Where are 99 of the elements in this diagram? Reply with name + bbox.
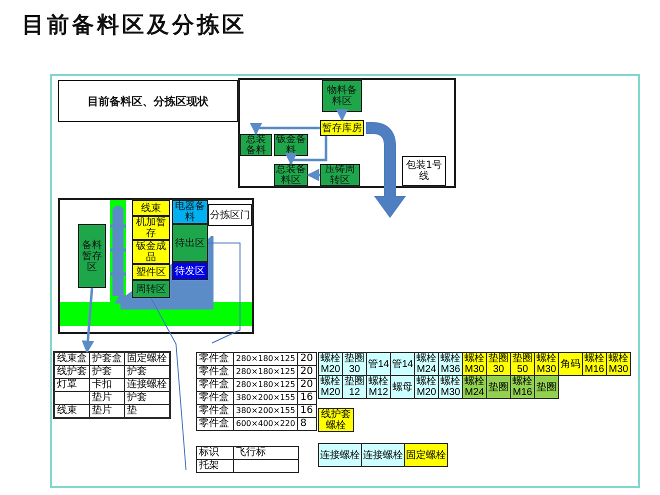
table-cell: 零件盒 [196,366,234,378]
zone-box [172,224,208,262]
part-tag: 螺栓M16 [582,352,607,376]
part-tag: 螺栓M30 [462,352,487,376]
zone-label: 分拣区门 [210,210,250,220]
table-cell: 标识 [196,446,234,460]
part-tag: 螺栓M20 [414,375,439,399]
part-tag: 螺栓M30 [606,352,631,376]
leader-line [208,242,240,344]
zone-label: 待出区 [175,238,205,248]
part-tag: 螺栓M20 [318,375,343,399]
part-tag: 垫圈30 [486,352,511,376]
part-tag: 螺栓M30 [534,352,559,376]
zone-label: 目前备料区、分拣区现状 [88,96,208,106]
zone-label: 压铸周转区 [324,164,356,186]
part-tag: 垫圈50 [510,352,535,376]
table-cell: 灯罩 [54,378,90,392]
arrow [306,168,320,182]
parts-table [54,352,170,418]
zone-label: 备料暂存区 [81,240,103,272]
table-cell: 卡扣 [90,378,124,392]
part-tag: 垫圈 [486,375,511,399]
arrow [284,136,328,166]
arrow [336,108,348,122]
part-tag: 垫圈30 [342,352,367,376]
part-tag: 螺栓M24 [414,352,439,376]
table-cell: 护套 [124,366,170,378]
table-cell: 垫 [124,404,170,418]
part-tag: 螺栓M24 [462,375,487,399]
zone-label: 暂存库房 [322,122,362,134]
table-cell: 280×180×125 [234,378,298,392]
table-cell: 零件盒 [196,392,234,404]
table-cell: 零件盒 [196,404,234,418]
table-cell: 线束盒 [54,352,90,366]
part-tag: 固定螺栓 [404,443,448,467]
table-cell: 托架 [196,460,234,472]
zone-label: 包装1号线 [404,160,444,182]
zone-box [132,264,170,280]
table-cell: 线束 [54,404,90,418]
table-cell: 280×180×125 [234,352,298,366]
zone-box [322,80,362,112]
part-tag: 螺栓M12 [366,375,391,399]
part-tag: 垫圈12 [342,375,367,399]
table-cell: 线护套 [54,366,90,378]
part-tag: 垫圈 [534,375,559,399]
table-cell: 垫片 [90,404,124,418]
zone-label: 线束 [141,202,161,214]
floor-plan [238,78,456,188]
arrow [250,122,320,136]
table-cell: 固定螺栓 [124,352,170,366]
zone-box [320,164,360,186]
zone-box [132,280,170,298]
zone-box [172,262,208,280]
zone-box [78,224,106,288]
table-cell: 零件盒 [196,418,234,430]
zone-box [240,134,272,156]
part-tag: 连接螺栓 [318,443,362,467]
part-tag: 角码 [558,352,583,376]
table-cell: 连接螺栓 [124,378,170,392]
page-title: 目前备料区及分拣区 [22,12,247,40]
zone-label: 塑件区 [136,266,166,278]
table-cell: 20 [298,366,317,378]
part-tag: 螺母 [390,375,415,399]
table-cell: 20 [298,352,317,366]
part-tag: 线护套螺栓 [318,408,354,432]
table-cell: 20 [298,378,317,392]
zone-label: 待发区 [175,266,205,276]
part-tag: 螺栓M16 [510,375,535,399]
part-tag: 管14 [390,352,415,376]
table-cell: 16 [298,392,317,404]
zone-label: 总装备料区 [276,164,306,186]
part-tag: 管14 [366,352,391,376]
table-cell: 380×200×155 [234,404,298,418]
zone-label: 周转区 [136,284,166,294]
table-cell: 垫片 [90,392,124,404]
table-cell: 380×200×155 [234,392,298,404]
title-box [58,80,238,122]
zone-label: 钣金成品 [135,241,167,263]
table-cell: 16 [298,404,317,418]
table-cell: 护套 [124,392,170,404]
table-cell: 零件盒 [196,378,234,392]
zone-label: 物料备料区 [326,85,358,107]
table-cell: 零件盒 [196,352,234,366]
table-cell: 飞行标 [234,446,298,460]
zone-box [132,200,170,216]
zone-label: 电器备料 [174,201,206,223]
arrow [82,288,94,354]
zone-label: 机加暂存 [135,217,167,239]
part-tag: 螺栓M30 [438,375,463,399]
part-tag: 连接螺栓 [361,443,405,467]
table-cell: 护套盒 [90,352,124,366]
door-box [208,204,252,226]
zone-label: 总装备料 [245,134,267,156]
part-tag: 螺栓M20 [318,352,343,376]
table-cell: 600×400×220 [234,418,298,430]
part-tag: 螺栓M36 [438,352,463,376]
table-cell: 8 [298,418,317,430]
table-cell: 护套 [90,366,124,378]
table-cell: 280×180×125 [234,366,298,378]
